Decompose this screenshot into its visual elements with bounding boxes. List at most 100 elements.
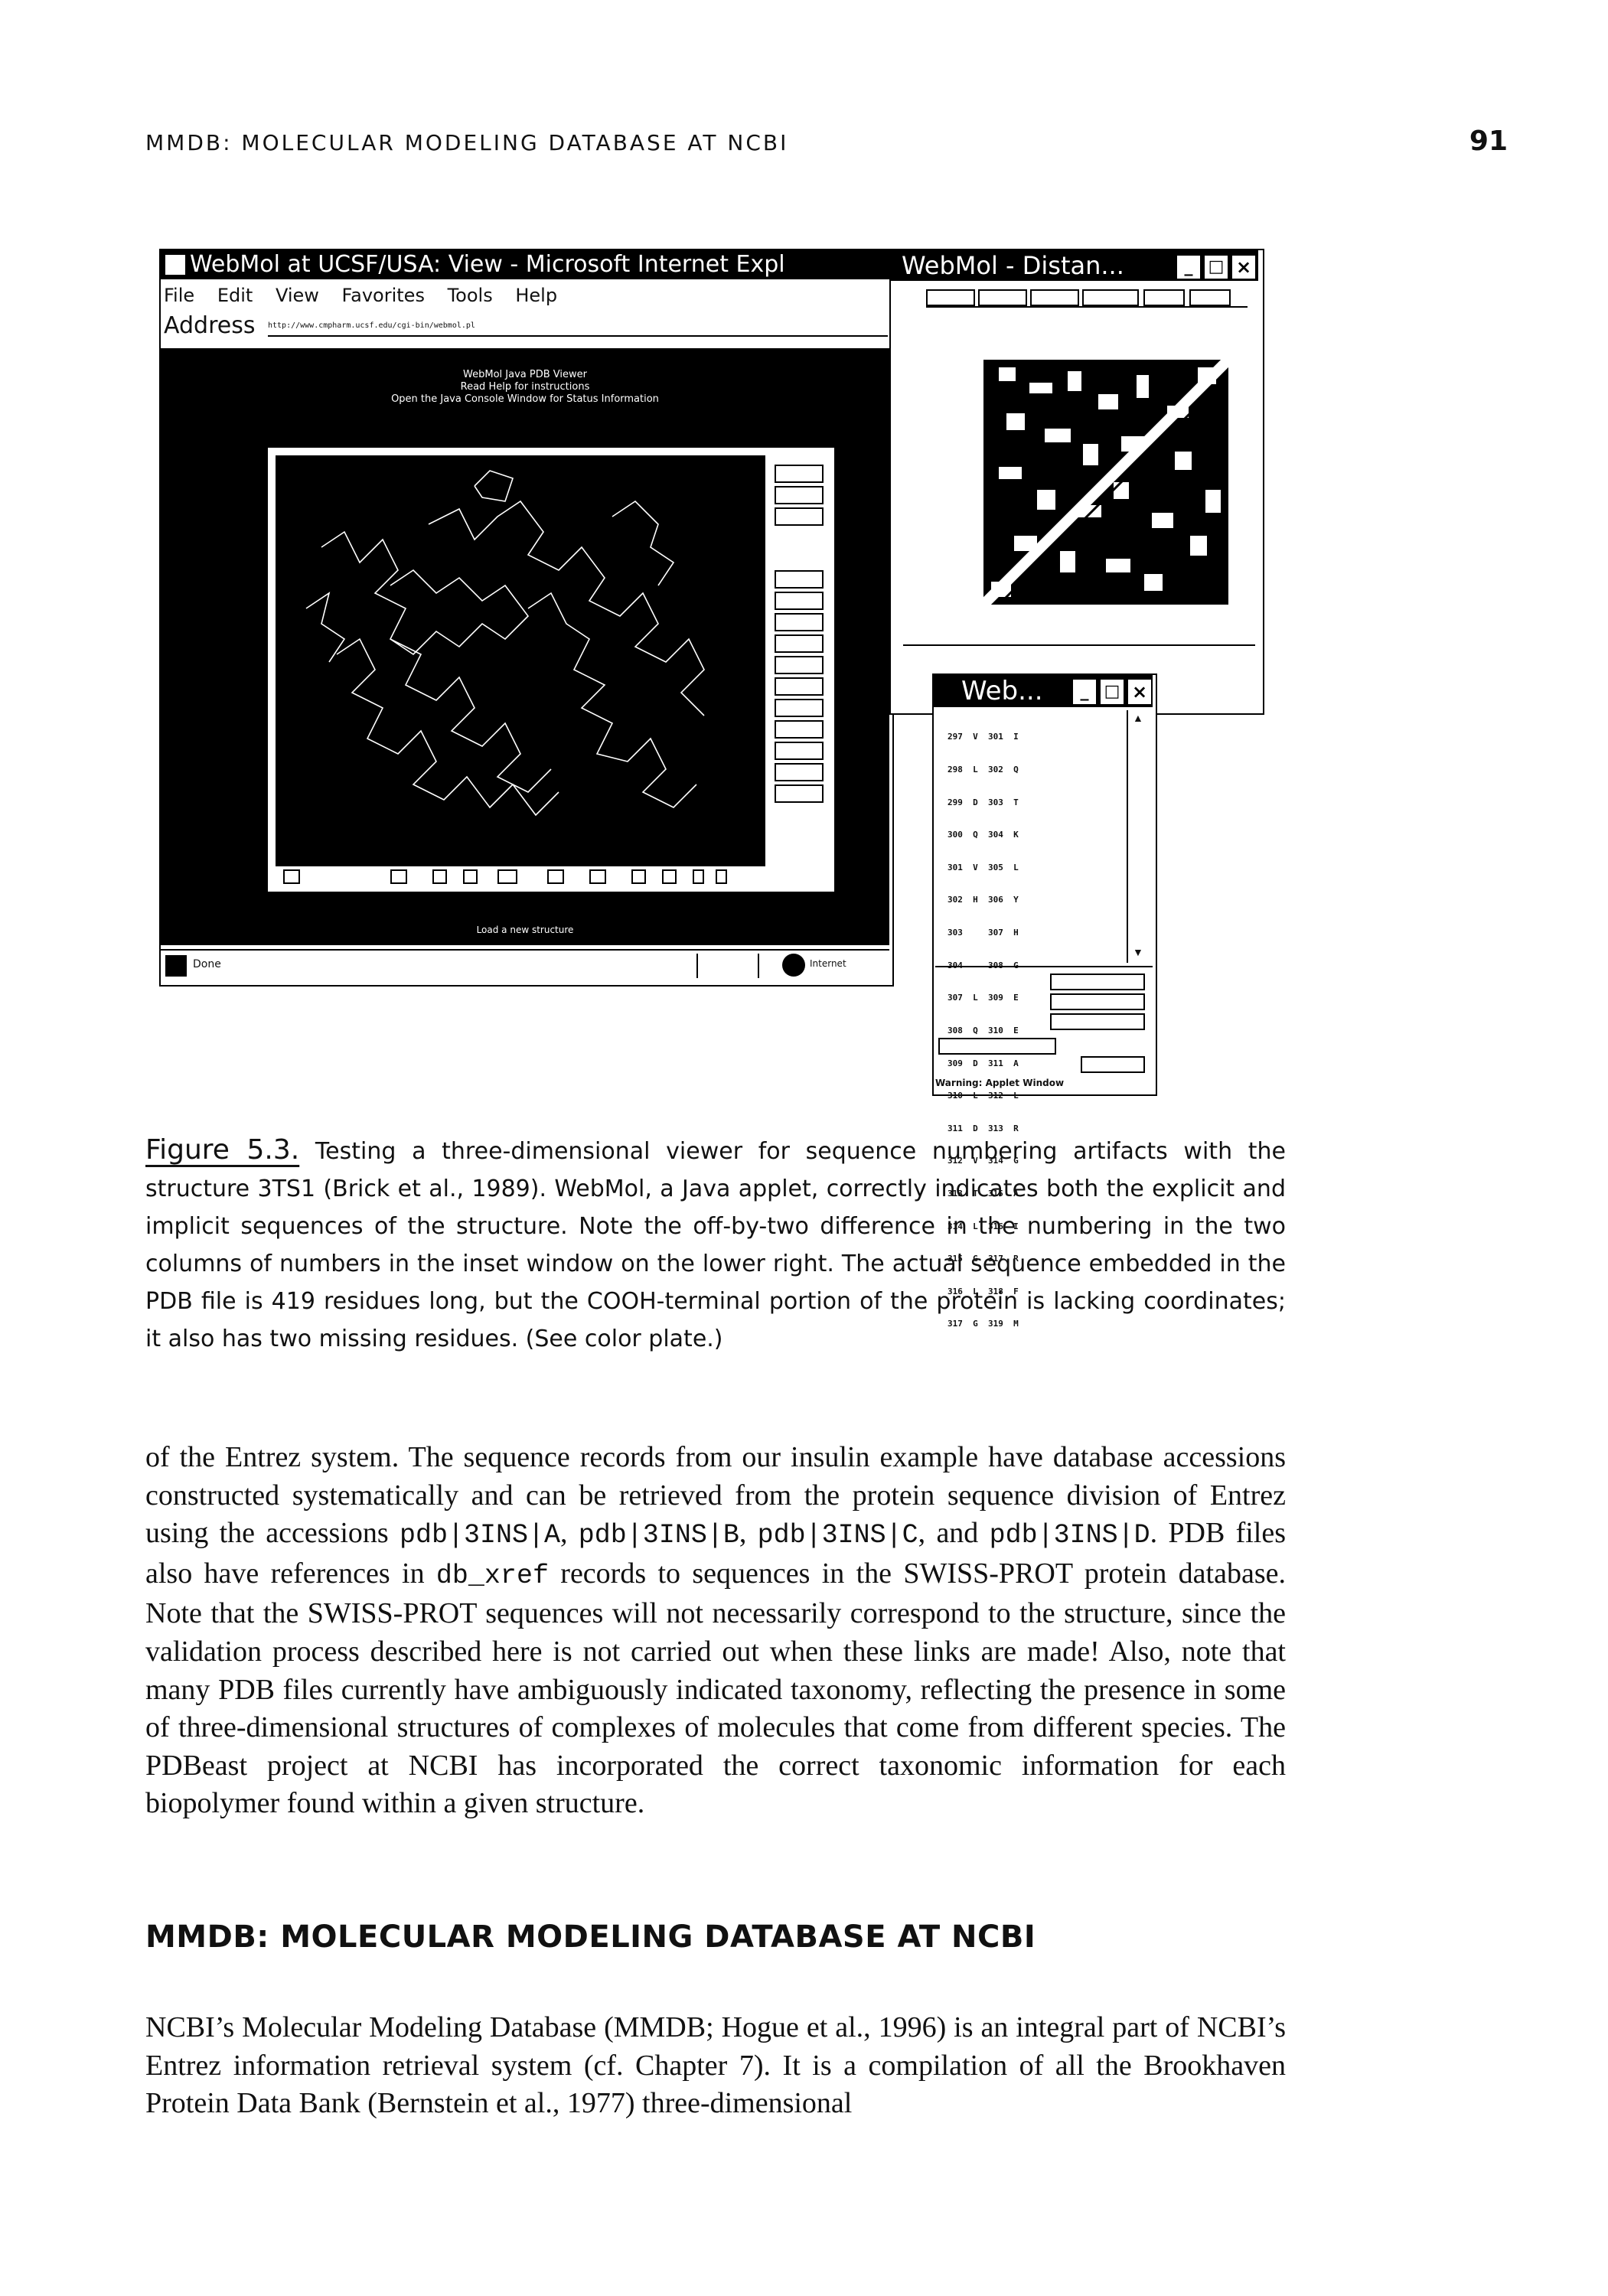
separator: ,	[560, 1517, 579, 1550]
page-number: 91	[1469, 126, 1508, 157]
caption-label: Figure 5.3.	[145, 1134, 300, 1166]
separator: , and	[918, 1517, 990, 1550]
applet-control[interactable]	[775, 613, 824, 631]
maximize-button[interactable]: □	[1203, 254, 1229, 280]
toolbar-control[interactable]	[547, 869, 565, 884]
sequence-row: 298 L 302 Q	[948, 765, 1019, 775]
toolbar-control[interactable]	[463, 869, 478, 884]
toolbar-dropdown[interactable]	[926, 289, 975, 306]
applet-control[interactable]	[775, 720, 824, 739]
sequence-row: 308 Q 310 E	[948, 1025, 1019, 1035]
sequence-scrollbar[interactable]: ▲ ▼	[1127, 710, 1148, 963]
body-paragraph-1: of the Entrez system. The sequence recor…	[145, 1439, 1286, 1823]
applet-control[interactable]	[775, 486, 824, 504]
toolbar-dropdown[interactable]	[1030, 289, 1079, 306]
toolbar-control[interactable]	[283, 869, 301, 884]
toolbar-button[interactable]	[1189, 289, 1231, 306]
menu-file[interactable]: File	[164, 285, 195, 306]
paragraph-text: of the Entrez system. The sequence recor…	[145, 1441, 1286, 1550]
toolbar-control[interactable]	[631, 869, 646, 884]
applet-status-line: Load a new structure	[476, 925, 574, 935]
toolbar-control[interactable]	[497, 869, 517, 884]
applet-control[interactable]	[775, 656, 824, 674]
applet-control[interactable]	[775, 507, 824, 526]
scroll-up-arrow-icon[interactable]: ▲	[1133, 713, 1143, 725]
sequence-dropdown[interactable]	[1050, 993, 1145, 1010]
scroll-down-arrow-icon[interactable]: ▼	[1133, 947, 1143, 959]
distance-map[interactable]	[980, 356, 1232, 608]
sequence-row: 301 V 305 L	[948, 862, 1019, 872]
distance-window-title: WebMol - Distan...	[902, 251, 1124, 280]
sequence-row: 317 G 319 M	[948, 1319, 1019, 1329]
applet-heading-title: WebMol Java PDB Viewer	[463, 369, 587, 380]
sequence-dropdown[interactable]	[938, 1038, 1056, 1055]
sequence-row: 309 D 311 A	[948, 1058, 1019, 1068]
applet-control[interactable]	[775, 592, 824, 610]
toolbar-control[interactable]	[432, 869, 447, 884]
statusbar-divider	[696, 954, 698, 978]
menu-tools[interactable]: Tools	[447, 285, 493, 306]
distance-map-pattern	[980, 356, 1232, 608]
zone-label: Internet	[810, 958, 846, 969]
toolbar-control[interactable]	[390, 869, 408, 884]
applet-control[interactable]	[775, 677, 824, 696]
sequence-row: 303 307 H	[948, 928, 1019, 938]
address-label: Address	[164, 312, 256, 339]
applet-control[interactable]	[775, 742, 824, 760]
ie-statusbar: Done Internet	[161, 949, 889, 981]
accession-code: pdb|3INS|B	[578, 1520, 739, 1551]
sequence-row: 302 H 306 Y	[948, 895, 1019, 905]
sequence-row: 307 L 309 E	[948, 993, 1019, 1003]
applet-control[interactable]	[775, 763, 824, 781]
applet-control[interactable]	[775, 465, 824, 483]
globe-icon	[782, 954, 805, 977]
toolbar-dropdown[interactable]	[978, 289, 1027, 306]
sequence-window	[932, 673, 1157, 1096]
applet-control[interactable]	[775, 699, 824, 717]
separator: ,	[739, 1517, 758, 1550]
sequence-row: 299 D 303 T	[948, 797, 1019, 807]
menu-edit[interactable]: Edit	[217, 285, 253, 306]
address-input[interactable]: http://www.cmpharm.ucsf.edu/cgi-bin/webm…	[268, 321, 888, 337]
molecule-viewer[interactable]	[276, 455, 765, 884]
minimize-button[interactable]: _	[1071, 678, 1098, 706]
toolbar-control[interactable]	[589, 869, 607, 884]
paragraph-text: records to sequences in the SWISS-PROT p…	[145, 1557, 1286, 1820]
protein-backbone-trace	[305, 470, 705, 817]
done-label: Done	[193, 958, 221, 970]
toolbar-control[interactable]	[693, 869, 705, 884]
menu-view[interactable]: View	[275, 285, 319, 306]
distance-toolbar	[926, 289, 1248, 308]
menu-favorites[interactable]: Favorites	[341, 285, 425, 306]
sequence-row: 297 V 301 I	[948, 732, 1019, 742]
sequence-row: 316 L 318 F	[948, 1286, 1019, 1296]
sequence-field[interactable]	[1081, 1056, 1145, 1073]
applet-control[interactable]	[775, 570, 824, 589]
applet-heading-help: Read Help for instructions	[460, 381, 590, 393]
accession-code: pdb|3INS|D	[989, 1520, 1150, 1551]
maximize-button[interactable]: □	[1099, 678, 1125, 706]
toolbar-control[interactable]	[716, 869, 728, 884]
figure-5-3: WebMol at UCSF/USA: View - Microsoft Int…	[0, 0, 1608, 1329]
sequence-dropdown[interactable]	[1050, 1013, 1145, 1030]
ie-window-title: WebMol at UCSF/USA: View - Microsoft Int…	[190, 251, 785, 278]
menu-help[interactable]: Help	[515, 285, 558, 306]
minimize-button[interactable]: _	[1176, 254, 1202, 280]
figure-caption: Figure 5.3. Testing a three-dimensional …	[145, 1131, 1286, 1358]
close-button[interactable]: ×	[1231, 254, 1257, 280]
body-paragraph-2: NCBI’s Molecular Modeling Database (MMDB…	[145, 2011, 1286, 2120]
sequence-number-list: 297 V 301 I 298 L 302 Q 299 D 303 T 300 …	[948, 710, 1122, 1329]
running-head-title: MMDB: MOLECULAR MODELING DATABASE AT NCB…	[145, 130, 789, 155]
toolbar-control[interactable]	[662, 869, 677, 884]
applet-warning: Warning: Applet Window	[935, 1078, 1065, 1088]
applet-control[interactable]	[775, 784, 824, 803]
caption-text: Testing a three-dimensional viewer for s…	[145, 1138, 1287, 1352]
sequence-row: 312 V 314 G	[948, 1156, 1019, 1166]
sequence-dropdown[interactable]	[1050, 974, 1145, 990]
close-button[interactable]: ×	[1127, 678, 1153, 706]
sequence-controls	[935, 966, 1153, 1075]
toolbar-dropdown[interactable]	[1082, 289, 1139, 306]
toolbar-button[interactable]	[1143, 289, 1185, 306]
applet-control[interactable]	[775, 634, 824, 653]
distance-footer	[903, 634, 1255, 646]
